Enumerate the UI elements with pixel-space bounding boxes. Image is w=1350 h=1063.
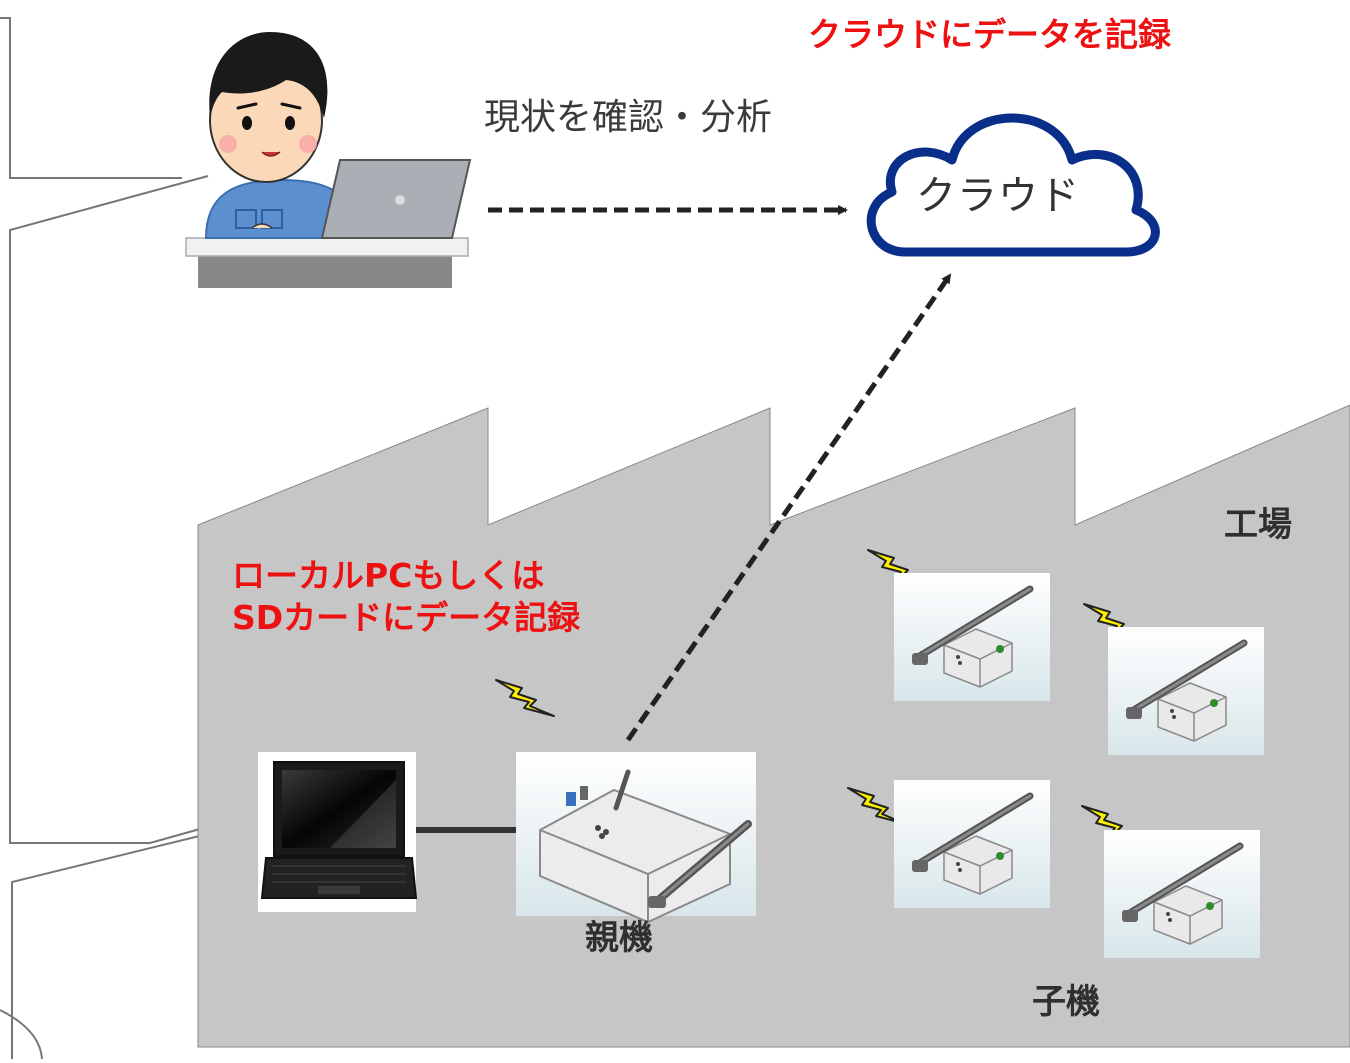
sensor-node-icon (1108, 627, 1264, 755)
cloud-icon (866, 113, 1160, 257)
cloud-label: クラウド (916, 173, 1080, 219)
connector-lines (0, 17, 233, 1060)
factory-shape (197, 404, 1350, 1048)
factory-label: 工場 (1224, 505, 1292, 545)
local-recording-title: ローカルPCもしくは SDカードにデータ記録 (232, 556, 581, 637)
sensor-node-icon (894, 780, 1050, 908)
sensor-node-icon (1104, 830, 1260, 958)
cloud-recording-title: クラウドにデータを記録 (808, 15, 1171, 54)
upload-arrow (625, 273, 953, 742)
parent-device-label: 親機 (585, 918, 653, 958)
person-at-laptop-icon (185, 32, 472, 288)
child-device-label: 子機 (1032, 982, 1100, 1022)
analysis-label: 現状を確認・分析 (484, 97, 773, 138)
laptop-icon (258, 752, 418, 912)
sensor-node-icon (894, 573, 1050, 701)
gateway-device-icon (516, 752, 756, 924)
